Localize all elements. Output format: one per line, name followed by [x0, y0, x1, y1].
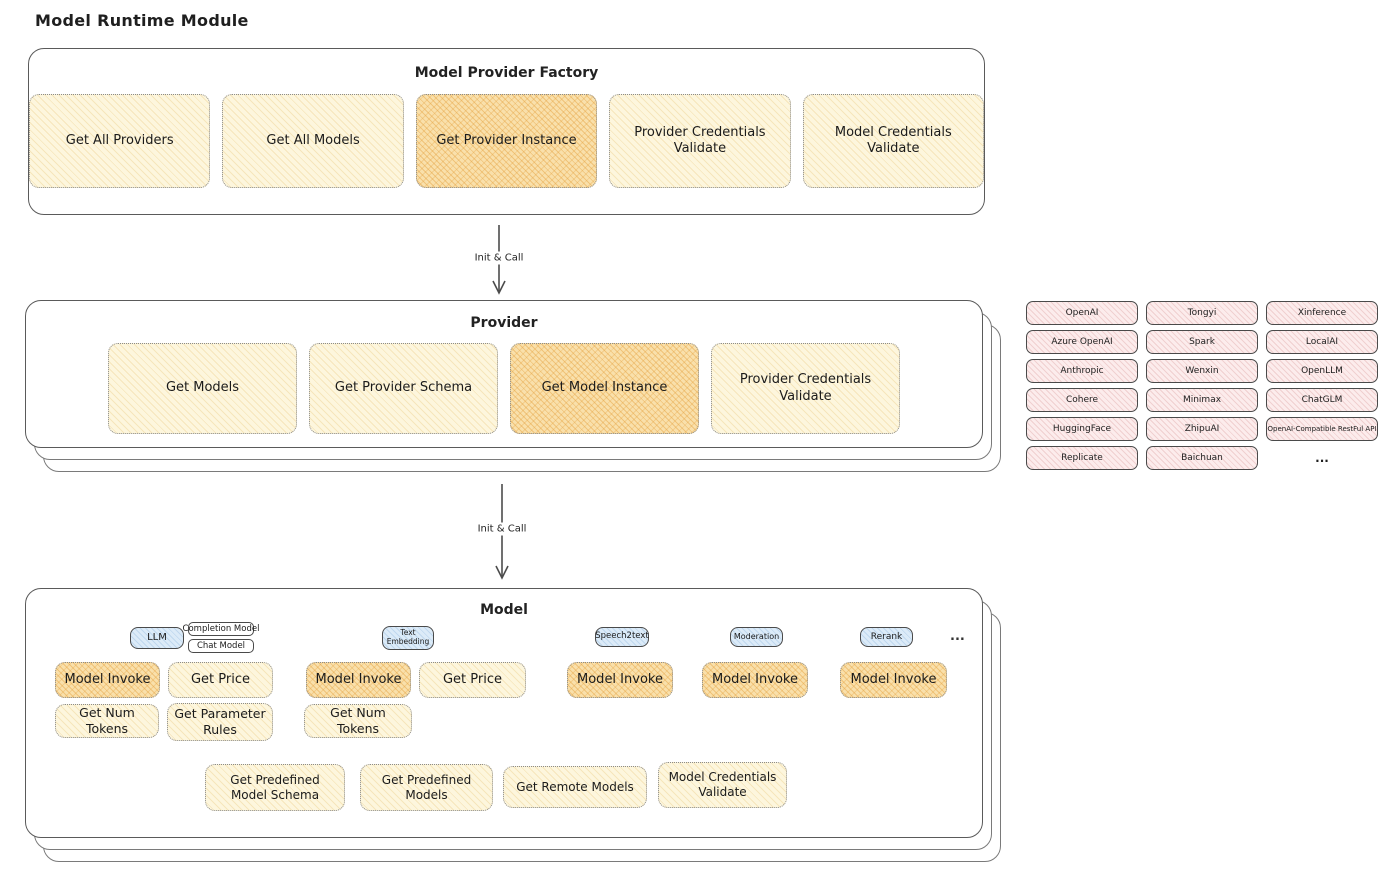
provider-replicate: Replicate: [1026, 446, 1138, 470]
factory-button-row: Get All Providers Get All Models Get Pro…: [28, 94, 985, 188]
tab-moderation: Moderation: [730, 627, 783, 647]
node-get-all-models: Get All Models: [222, 94, 404, 188]
provider-baichuan: Baichuan: [1146, 446, 1258, 470]
provider-openllm: OpenLLM: [1266, 359, 1378, 383]
provider-openai-compatible: OpenAI-Compatible RestFul API: [1266, 417, 1378, 441]
provider-minimax: Minimax: [1146, 388, 1258, 412]
provider-spark: Spark: [1146, 330, 1258, 354]
node-model-credentials-validate: Model Credentials Validate: [658, 762, 787, 808]
page-title: Model Runtime Module: [35, 11, 249, 30]
provider-box: Provider Get Models Get Provider Schema …: [25, 300, 983, 448]
factory-box: Model Provider Factory Get All Providers…: [28, 48, 985, 215]
node-embedding-model-invoke: Model Invoke: [306, 662, 411, 698]
provider-openai: OpenAI: [1026, 301, 1138, 325]
node-get-provider-instance: Get Provider Instance: [415, 94, 598, 188]
tab-llm: LLM: [130, 627, 184, 649]
factory-title: Model Provider Factory: [414, 65, 599, 81]
provider-tongyi: Tongyi: [1146, 301, 1258, 325]
node-get-model-instance: Get Model Instance: [510, 343, 699, 434]
tag-completion-model: Completion Model: [182, 622, 260, 636]
provider-title: Provider: [470, 315, 538, 331]
node-embedding-get-num-tokens: Get Num Tokens: [304, 704, 412, 738]
provider-azure-openai: Azure OpenAI: [1026, 330, 1138, 354]
tag-chat-model: Chat Model: [188, 639, 254, 653]
node-provider-credentials-validate: Provider Credentials Validate: [711, 343, 900, 434]
tab-rerank: Rerank: [860, 627, 913, 647]
provider-chatglm: ChatGLM: [1266, 388, 1378, 412]
model-title: Model: [480, 602, 528, 618]
node-llm-get-parameter-rules: Get Parameter Rules: [167, 703, 273, 741]
node-get-provider-schema: Get Provider Schema: [309, 343, 498, 434]
node-get-remote-models: Get Remote Models: [503, 766, 647, 808]
node-get-predefined-models: Get Predefined Models: [360, 764, 493, 811]
provider-zhipuai: ZhipuAI: [1146, 417, 1258, 441]
node-get-predefined-model-schema: Get Predefined Model Schema: [205, 764, 345, 811]
node-llm-get-price: Get Price: [168, 662, 273, 698]
provider-cohere: Cohere: [1026, 388, 1138, 412]
node-speech2text-model-invoke: Model Invoke: [567, 662, 673, 698]
tab-speech2text: Speech2text: [595, 627, 649, 647]
node-llm-get-num-tokens: Get Num Tokens: [55, 704, 159, 738]
node-provider-credentials-validate-factory: Provider Credentials Validate: [609, 94, 791, 188]
provider-localai: LocalAI: [1266, 330, 1378, 354]
provider-list-grid: OpenAI Tongyi Xinference Azure OpenAI Sp…: [1026, 301, 1378, 470]
provider-huggingface: HuggingFace: [1026, 417, 1138, 441]
provider-list-ellipsis: ...: [1315, 451, 1329, 465]
tab-text-embedding: Text Embedding: [382, 626, 434, 650]
provider-wenxin: Wenxin: [1146, 359, 1258, 383]
node-embedding-get-price: Get Price: [419, 662, 526, 698]
model-tabs-ellipsis: ...: [950, 629, 965, 644]
node-get-all-providers: Get All Providers: [28, 94, 211, 188]
node-get-models: Get Models: [108, 343, 297, 434]
node-rerank-model-invoke: Model Invoke: [840, 662, 947, 698]
provider-button-row: Get Models Get Provider Schema Get Model…: [26, 343, 982, 434]
provider-xinference: Xinference: [1266, 301, 1378, 325]
arrow-label-init-call-1: Init & Call: [470, 251, 528, 265]
arrow-label-init-call-2: Init & Call: [473, 522, 531, 536]
node-llm-model-invoke: Model Invoke: [55, 662, 160, 698]
node-model-credentials-validate-factory: Model Credentials Validate: [802, 94, 985, 188]
node-moderation-model-invoke: Model Invoke: [702, 662, 808, 698]
provider-anthropic: Anthropic: [1026, 359, 1138, 383]
